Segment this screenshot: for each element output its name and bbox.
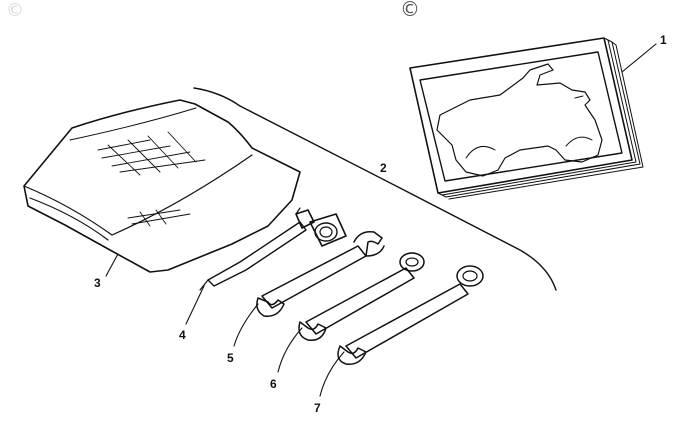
- callout-6: 6: [270, 377, 277, 391]
- callout-2: 2: [380, 161, 387, 175]
- leader-line-6: [277, 327, 303, 373]
- callout-5: 5: [227, 351, 234, 365]
- callout-3: 3: [94, 276, 101, 290]
- tool-pouch: [23, 99, 301, 273]
- copyright-watermark-left: ©: [6, 0, 24, 21]
- copyright-watermark-top: ©: [400, 0, 420, 21]
- leader-line-5: [233, 303, 259, 347]
- leader-line-3: [105, 253, 119, 277]
- callout-1: 1: [660, 33, 667, 47]
- group-bracket-line: [193, 87, 557, 291]
- leader-line-7: [319, 351, 345, 397]
- callout-4: 4: [179, 328, 186, 342]
- combination-wrench-6: [298, 252, 425, 341]
- combination-wrench-7: [337, 265, 484, 365]
- leader-line-1: [621, 43, 657, 73]
- callout-7: 7: [314, 401, 321, 415]
- socket-screwdriver: [199, 207, 347, 291]
- leader-line-4: [185, 285, 205, 325]
- combination-wrench-5: [256, 230, 385, 317]
- owners-manual: [409, 37, 644, 200]
